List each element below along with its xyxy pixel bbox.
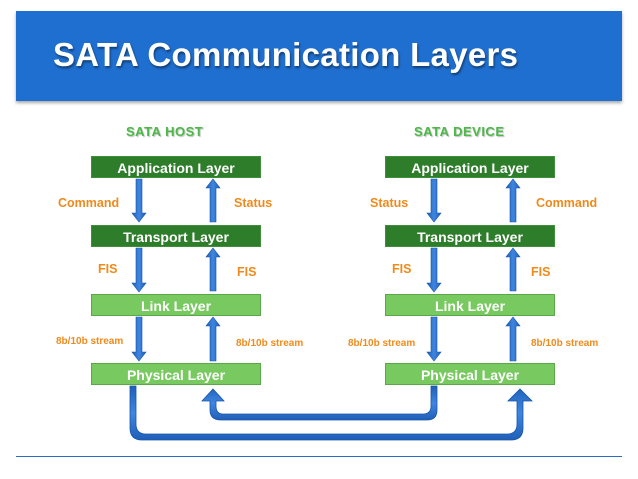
host-down-arrows bbox=[131, 178, 147, 362]
host-physical-layer: Physical Layer bbox=[91, 363, 261, 385]
device-fis-down-label: FIS bbox=[392, 262, 412, 276]
device-arrow-physical-link-up bbox=[505, 316, 521, 362]
host-arrow-transport-link-down bbox=[131, 247, 147, 293]
device-status-label: Status bbox=[370, 196, 409, 210]
device-arrow-app-transport-down bbox=[426, 178, 442, 223]
device-title: SATA DEVICE bbox=[414, 124, 505, 139]
device-stream-down-label: 8b/10b stream bbox=[348, 338, 416, 349]
host-link-layer: Link Layer bbox=[91, 294, 261, 316]
device-arrow-link-physical-down bbox=[426, 316, 442, 362]
device-down-arrows bbox=[426, 178, 442, 362]
host-up-arrows bbox=[205, 178, 221, 362]
host-arrow-link-transport-up bbox=[205, 247, 221, 292]
page-title: SATA Communication Layers bbox=[53, 36, 519, 73]
host-arrow-link-physical-down bbox=[131, 316, 147, 362]
device-arrow-transport-app-up bbox=[505, 178, 521, 223]
device-arrow-transport-link-down bbox=[426, 247, 442, 293]
host-application-layer: Application Layer bbox=[91, 156, 261, 178]
device-stream-up-label: 8b/10b stream bbox=[531, 338, 599, 349]
title-bar bbox=[16, 11, 622, 101]
host-transport-layer: Transport Layer bbox=[91, 225, 261, 247]
host-arrow-transport-app-up bbox=[205, 178, 221, 223]
inner-link-arrow bbox=[201, 385, 438, 421]
host-arrow-physical-link-up bbox=[205, 316, 221, 362]
device-command-label: Command bbox=[536, 196, 598, 210]
device-transport-layer: Transport Layer bbox=[385, 225, 555, 247]
bottom-divider bbox=[16, 456, 622, 457]
device-application-layer: Application Layer bbox=[385, 156, 555, 178]
device-fis-up-label: FIS bbox=[531, 265, 551, 279]
host-status-label: Status bbox=[234, 196, 273, 210]
host-fis-up-label: FIS bbox=[237, 265, 257, 279]
host-arrow-app-transport-down bbox=[131, 178, 147, 223]
host-stream-up-label: 8b/10b stream bbox=[236, 338, 304, 349]
host-fis-down-label: FIS bbox=[98, 262, 118, 276]
device-physical-layer: Physical Layer bbox=[385, 363, 555, 385]
outer-link-arrow bbox=[129, 385, 533, 441]
device-link-layer: Link Layer bbox=[385, 294, 555, 316]
host-stream-down-label: 8b/10b stream bbox=[56, 336, 124, 347]
device-arrow-link-transport-up bbox=[505, 247, 521, 292]
host-command-label: Command bbox=[58, 196, 120, 210]
device-up-arrows bbox=[505, 178, 521, 362]
host-title: SATA HOST bbox=[126, 124, 204, 139]
